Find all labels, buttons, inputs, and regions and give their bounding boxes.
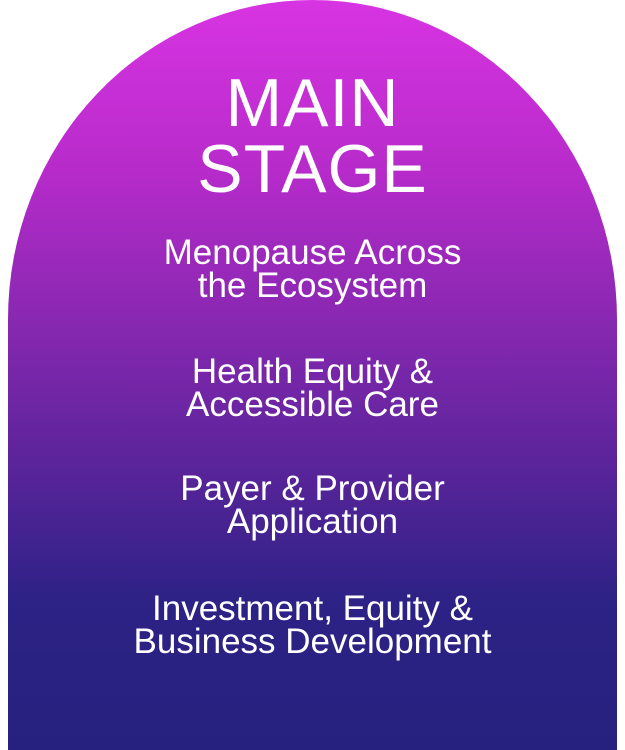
topic-line: Application bbox=[226, 502, 399, 541]
topic-line: Payer & Provider bbox=[180, 469, 445, 508]
main-stage-arch bbox=[8, 0, 617, 750]
topic-line: Investment, Equity & bbox=[152, 589, 473, 628]
topic-line: Menopause Across bbox=[163, 233, 462, 272]
topic-line: the Ecosystem bbox=[197, 266, 428, 305]
topic-line: Business Development bbox=[133, 622, 492, 661]
main-stage-title: MAIN STAGE bbox=[0, 65, 625, 207]
topic-payer-provider: Payer & Provider Application bbox=[0, 469, 625, 541]
topic-investment: Investment, Equity & Business Developmen… bbox=[0, 589, 625, 661]
topic-menopause: Menopause Across the Ecosystem bbox=[0, 233, 625, 305]
topic-line: Accessible Care bbox=[186, 385, 439, 424]
title-line-1: MAIN bbox=[225, 65, 400, 141]
title-line-2: STAGE bbox=[197, 131, 428, 207]
topic-health-equity: Health Equity & Accessible Care bbox=[0, 352, 625, 424]
topic-line: Health Equity & bbox=[191, 352, 434, 391]
